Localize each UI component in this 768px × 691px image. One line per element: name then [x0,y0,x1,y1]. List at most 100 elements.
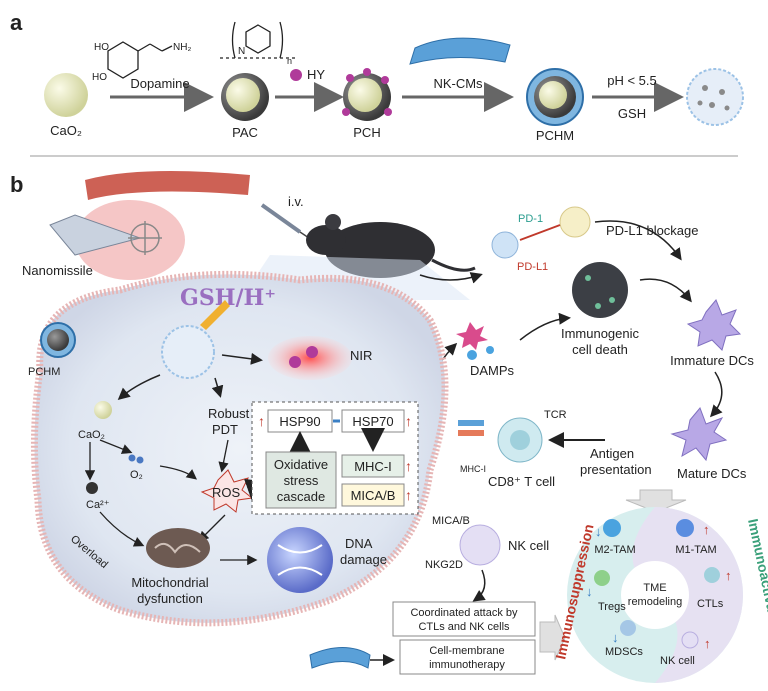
robust-label: Robust [208,406,250,421]
immature-dc-icon [686,299,742,351]
arrow-pdt-ros [218,439,229,473]
pd1-label: PD-1 [518,213,543,225]
ho-label-1: HO [94,42,109,53]
mhc-label: MHC-I [354,459,392,474]
immature-dcs-label: Immature DCs [670,353,754,368]
nk-cell-tme-icon [681,631,699,649]
nk-cell-icon [459,524,501,566]
arrow-icd-to-dc [639,278,692,303]
nir-hy-1 [289,356,301,368]
ros-burst-icon [200,469,254,513]
cmi-label-2: immunotherapy [429,659,505,671]
m1-tam-icon [676,519,694,537]
m2-tam-icon [603,519,621,537]
ros-label: ROS [212,485,241,500]
cao2-label-b: CaO₂ [78,429,105,441]
cao2-particle [44,73,88,117]
nir-hy-2 [306,346,318,358]
damps-icon [456,322,494,360]
oxidative-label-2: stress [284,473,319,488]
mdscs-label: MDSCs [605,646,643,658]
arrow-damps [519,312,571,341]
syringe-icon [260,203,313,241]
tme-center-1: TME [643,582,666,594]
mica-small-label: MICA/B [432,515,470,527]
coord-label-2: CTLs and NK cells [418,621,510,633]
pchm-small-core [47,329,69,351]
big-arrow-to-tme [539,614,566,661]
crosshair-icon [128,221,162,255]
pd-interaction [519,224,561,241]
up-arrow-icon: ↑ [405,458,412,474]
arrow-to-tme [625,489,687,513]
pch-core [348,78,382,112]
mito-label-2: dysfunction [137,591,203,606]
down-arrow-icon: ↓ [595,524,602,539]
dna-label-1: DNA [345,536,373,551]
damps-label: DAMPs [470,363,515,378]
step-hy: HY [307,67,325,82]
degraded-particle [686,68,744,126]
blood-vessel [85,171,250,200]
down-arrow-icon: ↓ [586,584,593,599]
tregs-label: Tregs [598,601,626,613]
arrow-cao2-o2 [99,439,133,454]
hsp90-label: HSP90 [279,414,320,429]
step-dopamine: Dopamine [130,76,189,91]
nh-label: N [238,46,245,57]
antigen-label-2: presentation [580,462,652,477]
mito-label-1: Mitochondrial [131,575,208,590]
arrow-mouse-to-pd1 [419,272,483,284]
cell-membrane-icon [309,647,371,669]
pac-core [226,78,260,112]
tumor-cell-small [491,231,519,259]
degraded-fragments [697,85,730,111]
oxidative-box [265,451,337,509]
ctls-icon [704,567,720,583]
dopamine-structure [107,41,173,79]
hsp70-label: HSP70 [352,414,393,429]
mdscs-icon [620,620,636,636]
icd-label-2: cell death [572,342,628,357]
immunoactivation-label: Immunoactivation [745,517,768,638]
pch-hy-dots [342,68,392,116]
mica-label: MICA/B [351,488,396,503]
mhc-small-label: MHC-I [460,464,486,474]
up-arrow-icon: ↑ [405,487,412,503]
tcr-label: TCR [544,409,567,421]
membrane-receptor-2 [458,430,484,436]
pdt-label: PDT [212,422,238,437]
nh2-label: NH₂ [173,42,191,53]
arrow-o2-ros [159,465,198,480]
icd-dots [585,275,615,309]
oxidative-label-1: Oxidative [274,457,328,472]
nanomissile-label: Nanomissile [22,263,93,278]
cmi-box [399,639,536,675]
mica-box [341,483,405,507]
arrow-to-cao2 [117,374,161,400]
step-ph: pH < 5.5 [607,73,657,88]
antigen-label-1: Antigen [590,446,634,461]
nk-cell-membrane-icon [409,37,511,65]
laser-icon [200,300,230,330]
n-subscript: n [287,56,292,66]
hy-molecule-icon [290,69,302,81]
cmi-label-1: Cell-membrane [429,645,504,657]
mhc-box [341,454,405,478]
o2-molecule-icon [128,454,144,464]
tme-center [621,561,689,629]
pch-label: PCH [353,125,380,140]
pchm-core [539,81,567,109]
nir-label: NIR [350,348,372,363]
coord-label-1: Coordinated attack by [410,607,518,619]
mito-cristae [154,542,201,554]
up-arrow-icon: ↑ [258,413,265,429]
oxidative-label-3: cascade [277,489,325,504]
arrow-blockage [594,220,682,261]
nir-glow [268,336,352,380]
nk-cell-label: NK cell [508,538,549,553]
degrading-nanoparticle [161,325,215,379]
pac-label: PAC [232,125,258,140]
ca-label: Ca²⁺ [86,499,110,511]
